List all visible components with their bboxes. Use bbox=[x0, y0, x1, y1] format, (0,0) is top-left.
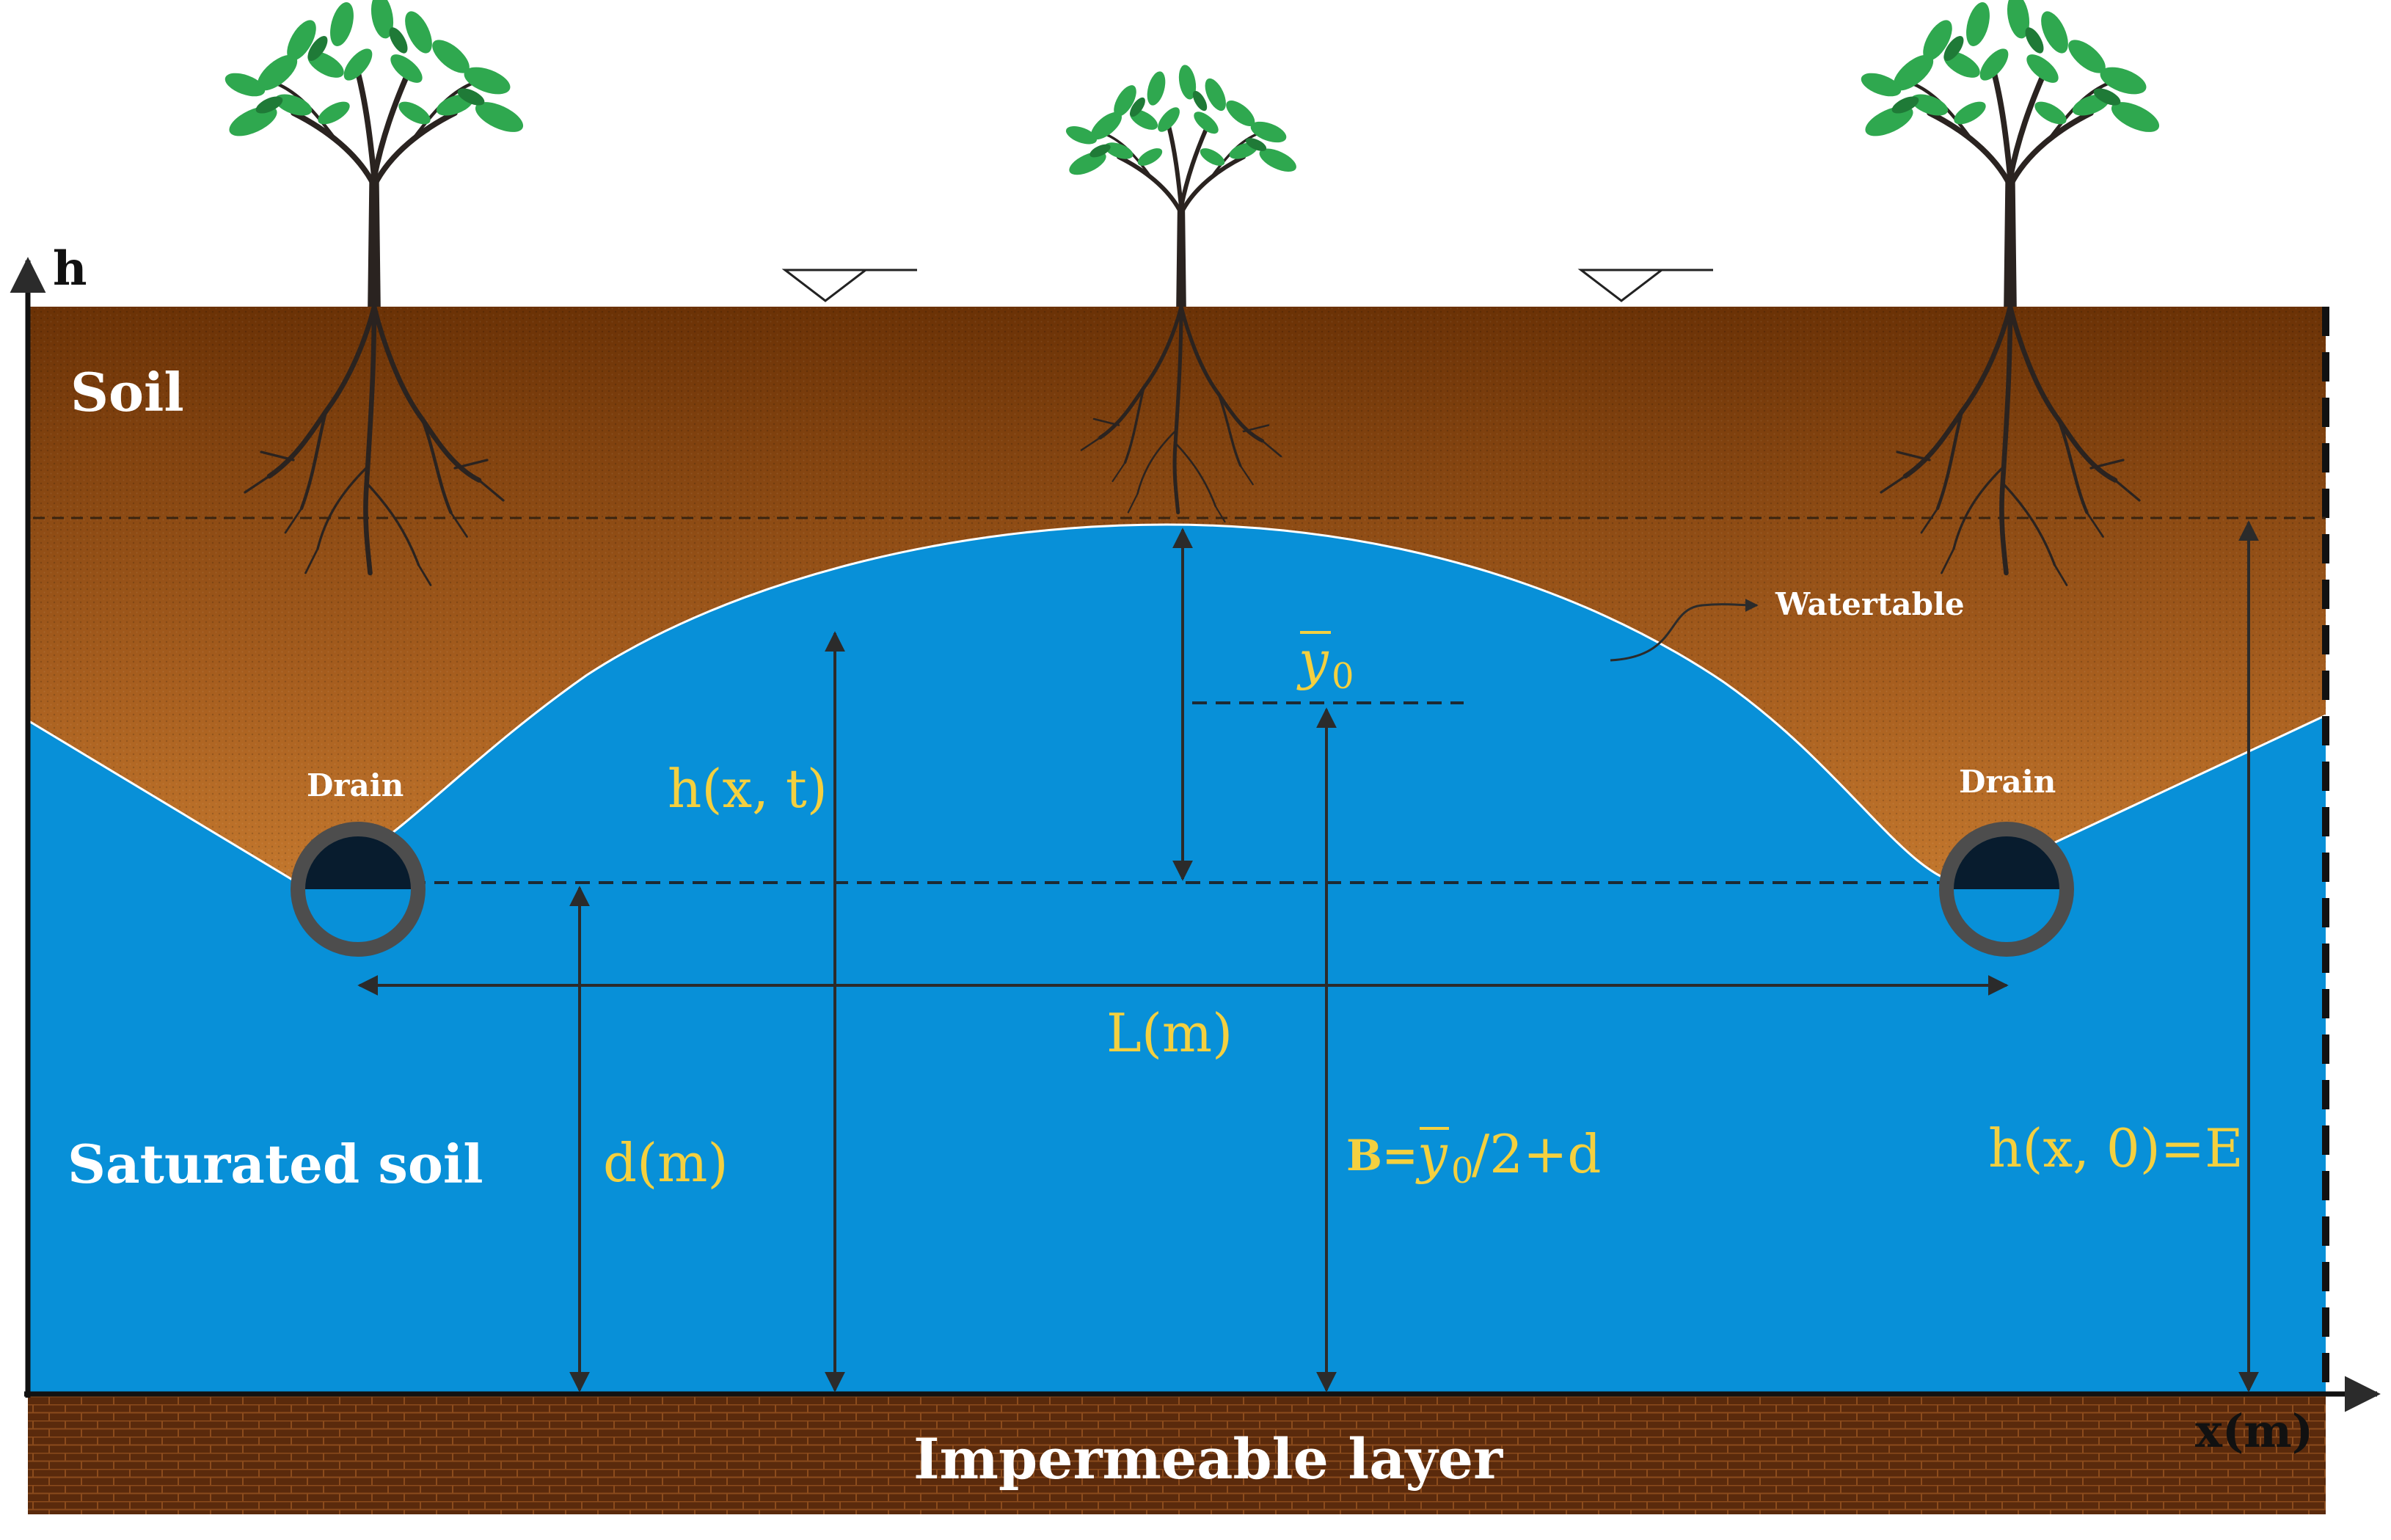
drain-right-label: Drain bbox=[1959, 764, 2056, 800]
y0-subscript: 0 bbox=[1332, 656, 1354, 697]
drain-left-label: Drain bbox=[307, 767, 404, 803]
impermeable-layer bbox=[28, 1394, 2326, 1514]
soil-label: Soil bbox=[70, 361, 184, 423]
B-suffix: /2+d bbox=[1472, 1123, 1601, 1185]
B-label: B= y 0 /2+d bbox=[1346, 1123, 1601, 1192]
saturated-soil-label: Saturated soil bbox=[67, 1133, 483, 1195]
drain-pipe-icon bbox=[291, 822, 426, 957]
B-subscript: 0 bbox=[1451, 1150, 1474, 1192]
x-axis-label: x(m) bbox=[2195, 1404, 2313, 1458]
saturated-zone bbox=[28, 525, 2326, 1394]
dimension-arrows bbox=[357, 520, 2259, 1393]
h-x0-label: h(x, 0)=E bbox=[1988, 1117, 2244, 1179]
watertable-line bbox=[27, 523, 2326, 886]
watertable-label: Watertable bbox=[1775, 586, 1965, 622]
drain-pipe-icon bbox=[1939, 822, 2074, 957]
y0-label: y 0 bbox=[1296, 629, 1354, 697]
y0-symbol: y bbox=[1296, 629, 1329, 691]
water-level-marker-icon bbox=[781, 269, 917, 302]
B-prefix: B= bbox=[1346, 1131, 1418, 1180]
L-label: L(m) bbox=[1106, 1002, 1233, 1064]
impermeable-layer-label: Impermeable layer bbox=[913, 1426, 1503, 1492]
B-symbol: y bbox=[1415, 1123, 1448, 1185]
watertable-pointer bbox=[1610, 598, 1759, 662]
h-xt-label: h(x, t) bbox=[668, 758, 828, 820]
y-axis-label: h bbox=[53, 241, 87, 296]
water-level-marker-icon bbox=[1577, 269, 1713, 302]
d-label: d(m) bbox=[603, 1132, 729, 1194]
